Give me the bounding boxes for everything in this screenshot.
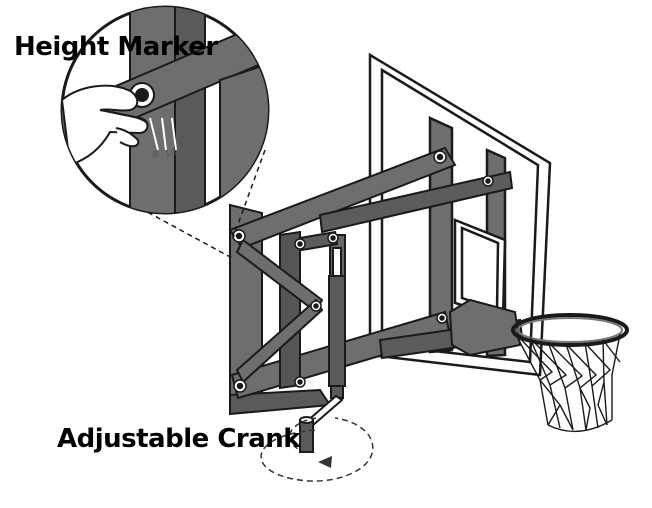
backboard — [368, 52, 552, 377]
marker-tick-label: 8 — [152, 149, 160, 161]
marker-tick-label: 10 — [164, 148, 178, 160]
basketball-hoop-icon — [511, 313, 629, 347]
net-icon — [514, 332, 621, 433]
adjustable-crank-label: Adjustable Crank — [57, 424, 301, 454]
hand-icon — [62, 84, 149, 167]
bolts — [232, 150, 494, 393]
crank-column — [328, 247, 346, 387]
height-marker-callout — [60, 5, 270, 259]
rotation-arrow-icon — [260, 417, 374, 482]
height-marker-label: Height Marker — [14, 32, 218, 62]
